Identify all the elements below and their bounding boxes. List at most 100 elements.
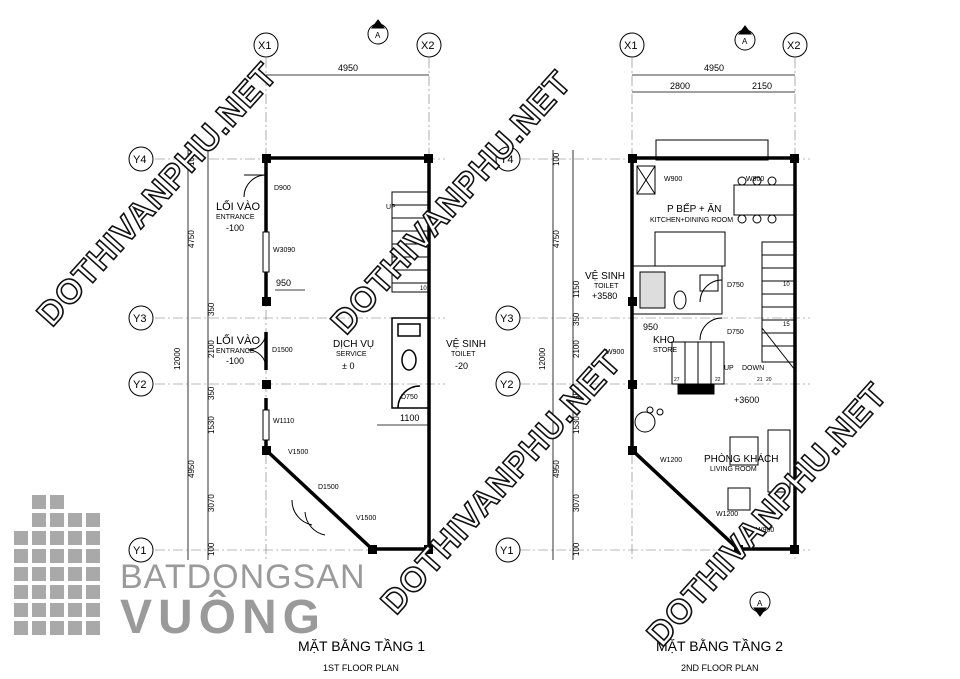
- grid-label-x1: X1: [258, 40, 271, 52]
- floor2-labels: 4950 2800 2150 P BẾP + ĂN KITCHEN+DINING…: [538, 63, 790, 673]
- floor2-tag: W900: [606, 349, 624, 356]
- floor2-tag: 27: [674, 377, 680, 383]
- floor1-dim-left: 100: [207, 542, 216, 556]
- floor1-dim-left: 350: [207, 386, 216, 400]
- floor2-tag: W900: [756, 527, 774, 534]
- floor2-dim-left: 4750: [552, 230, 561, 248]
- floor2-tag: W900: [746, 176, 764, 183]
- floor2-living-vi: PHÒNG KHÁCH: [704, 452, 778, 465]
- floor2-toilet-vi: VỆ SINH: [585, 269, 625, 282]
- floor1-tag: D750: [401, 394, 418, 401]
- floor2-living-en: LIVING ROOM: [710, 466, 757, 473]
- floor2-dim-left: 1530: [572, 416, 581, 434]
- floor2-dim-top: 4950: [704, 63, 724, 73]
- floor1-service-vi: DỊCH VỤ: [333, 339, 374, 350]
- section-label: A: [375, 31, 381, 40]
- floor2-toilet-en: TOILET: [594, 283, 619, 290]
- floor2-dim-top-part: 2150: [752, 81, 772, 91]
- grid-label-y3: Y3: [500, 313, 513, 325]
- floor2-tag: UP: [724, 365, 734, 372]
- grid-label-x2: X2: [421, 40, 434, 52]
- floor2-dim-left: 350: [572, 386, 581, 400]
- floor2-dim-left: 2100: [572, 340, 581, 358]
- floor2-tag: 15: [783, 322, 790, 328]
- floor1-entrance2-en: ENTRANCE: [216, 348, 255, 355]
- grid-bubble-labels: X1 X2 X1 X2 Y4 Y3 Y2 Y1 Y4 Y3 Y2 Y1: [133, 40, 800, 557]
- floor2-tag: W1200: [716, 511, 738, 518]
- floor1-entrance1-lvl: -100: [226, 223, 244, 233]
- floor2-toilet-lvl: +3580: [592, 291, 617, 301]
- grid-label-x2: X2: [787, 40, 800, 52]
- floor1-tag: 950: [276, 278, 291, 288]
- floor1-dim-left: 12000: [173, 347, 182, 370]
- floor1-title: MẶT BẰNG TẦNG 1: [298, 637, 425, 654]
- floor2-tag: DOWN: [742, 365, 764, 372]
- floor1-tag: 1100: [400, 413, 419, 423]
- floor1-tag: D1500: [318, 484, 339, 491]
- grid-label-y1: Y1: [500, 545, 513, 557]
- floor1-tag: 10: [420, 286, 427, 292]
- floor2-dim-left: 100: [552, 152, 561, 166]
- floor1-tag: W3090: [273, 247, 295, 254]
- floor1-toilet-vi: VỆ SINH: [446, 337, 486, 350]
- grid-label-y4: Y4: [133, 154, 146, 166]
- floor2-tag: 22: [715, 377, 721, 383]
- section-label: A: [757, 599, 763, 608]
- floor1-dim-left: 3070: [207, 494, 216, 512]
- floor1-dim-left: 100: [187, 152, 196, 166]
- brand-logo: [14, 495, 100, 635]
- grid-label-y3: Y3: [133, 313, 146, 325]
- logo-line2: VUÔNG: [120, 589, 326, 644]
- grid-label-y2: Y2: [133, 379, 146, 391]
- floor2-tag: D750: [727, 329, 744, 336]
- floor2-tag: 21: [757, 377, 763, 383]
- floor1-service-lvl: ± 0: [342, 361, 354, 371]
- floor2-store-en: STORE: [653, 347, 677, 354]
- floor2-dim-left: 100: [572, 542, 581, 556]
- floor1-tag: V1500: [356, 515, 376, 522]
- grid-label-x1: X1: [624, 40, 637, 52]
- floor1-tag: UP: [386, 204, 396, 211]
- floor2-tag: W900: [664, 176, 682, 183]
- floor2-kitchen-en: KITCHEN+DINING ROOM: [650, 217, 733, 224]
- floor1-toilet-en: TOILET: [451, 351, 476, 358]
- floor1-entrance1-vi: LỐI VÀO: [216, 199, 260, 213]
- floor1-entrance1-en: ENTRANCE: [216, 214, 255, 221]
- floor2-dim-left: 350: [572, 312, 581, 326]
- floor2-tag: D750: [727, 282, 744, 289]
- floor1-service-en: SERVICE: [336, 351, 367, 358]
- floor1-tag: D1500: [272, 347, 293, 354]
- watermark-text: DOTHIVANPHU.NET: [640, 376, 895, 654]
- floor2-dim-left: 12000: [538, 347, 547, 370]
- floor2-title: MẶT BẰNG TẦNG 2: [656, 637, 783, 654]
- floor1-subtitle: 1ST FLOOR PLAN: [323, 663, 399, 673]
- watermark-text: DOTHIVANPHU.NET: [324, 64, 579, 342]
- floor2-tag: W1200: [660, 457, 682, 464]
- floor1-dim-left: 350: [207, 302, 216, 316]
- floor2-tag: 950: [643, 322, 658, 332]
- floor2-dim-left: 3070: [572, 494, 581, 512]
- floor2-tag: 20: [766, 377, 772, 383]
- logo-line1: BATDONGSAN: [120, 558, 366, 596]
- grid-bubbles: [128, 32, 808, 563]
- floor1-labels: 4950 LỐI VÀO ENTRANCE -100 LỐI VÀO ENTRA…: [173, 63, 486, 673]
- floor1-entrance2-lvl: -100: [226, 356, 244, 366]
- grid-label-y2: Y2: [500, 379, 513, 391]
- watermark-text: DOTHIVANPHU.NET: [30, 56, 285, 334]
- floor2-subtitle: 2ND FLOOR PLAN: [681, 663, 759, 673]
- floor2-plan: [520, 58, 810, 560]
- floor1-dim-left: 4950: [187, 460, 196, 478]
- floor2-kitchen-vi: P BẾP + ĂN: [667, 202, 721, 215]
- floor1-dim-left: 1530: [207, 416, 216, 434]
- floor1-dim-left: 4750: [187, 230, 196, 248]
- floor1-tag: W1110: [273, 418, 294, 425]
- floor2-landing-lvl: +3600: [734, 395, 759, 405]
- floor1-dim-top: 4950: [338, 63, 358, 73]
- floor1-toilet-lvl: -20: [455, 361, 468, 371]
- floor1-dim-left: 2100: [207, 340, 216, 358]
- grid-label-y4: Y4: [500, 154, 513, 166]
- grid-label-y1: Y1: [133, 545, 146, 557]
- floor1-tag: D900: [274, 185, 291, 192]
- floor2-dim-top-part: 2800: [670, 81, 690, 91]
